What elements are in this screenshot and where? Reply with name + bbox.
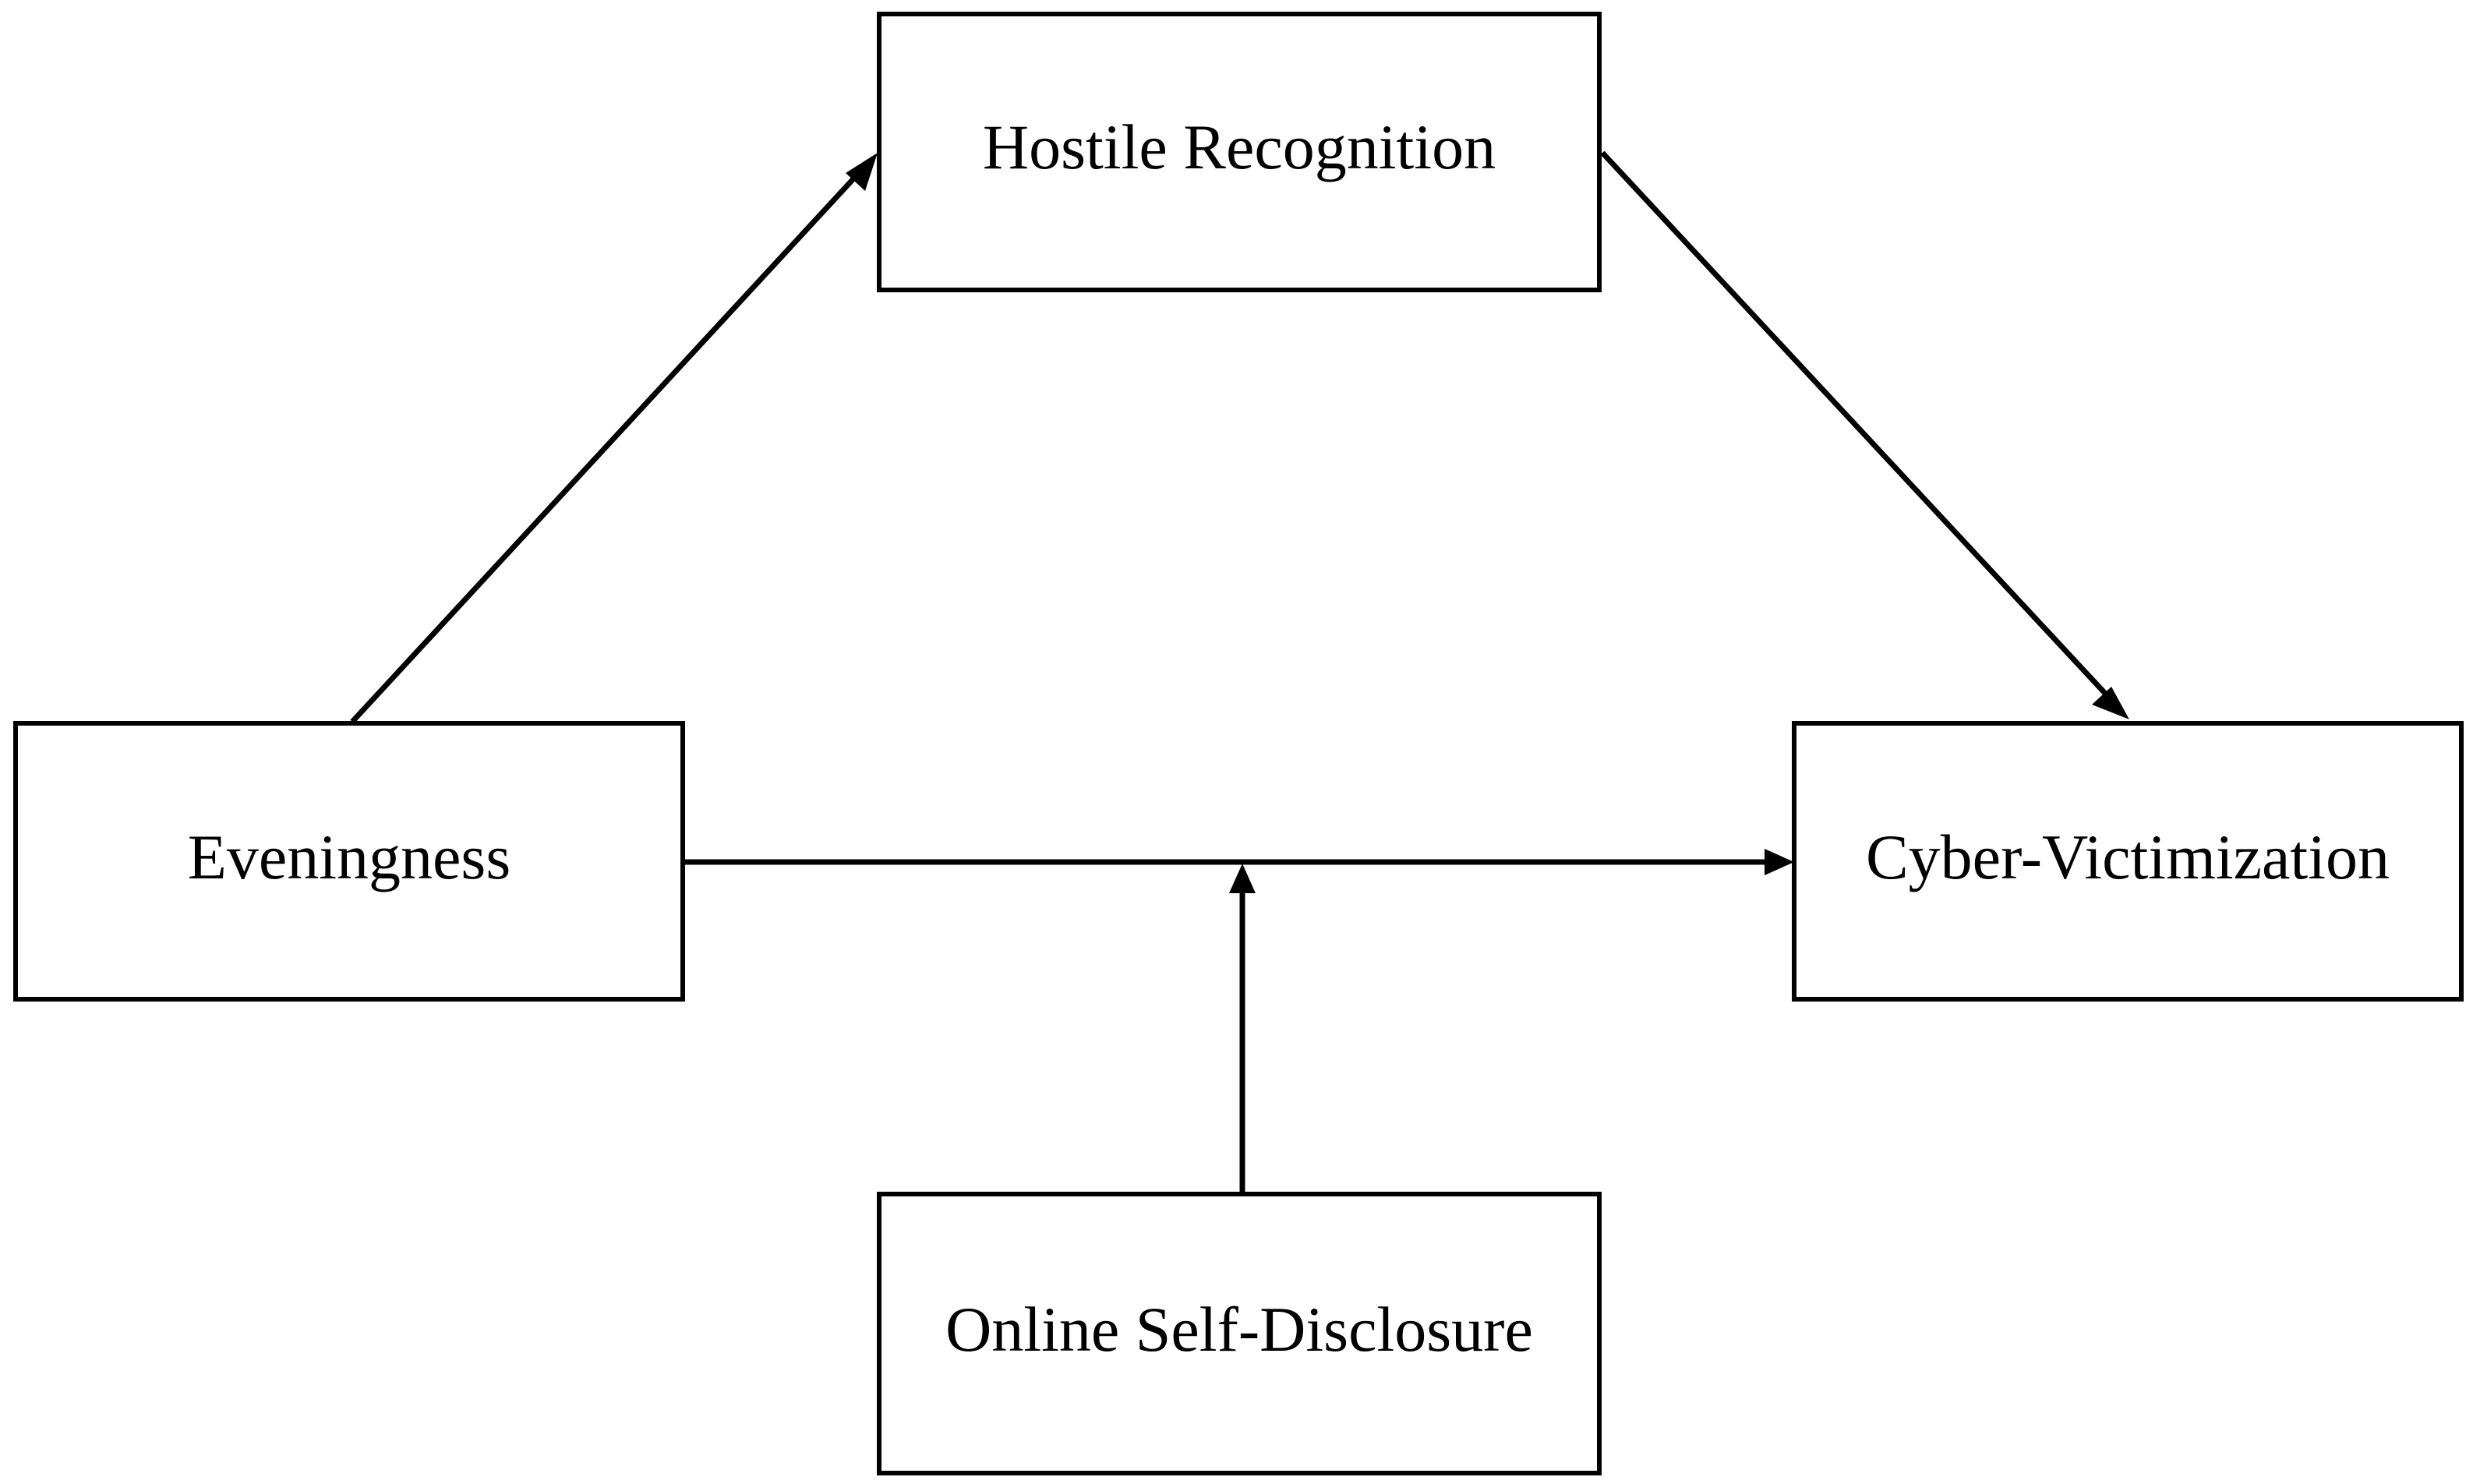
edge-eveningness-to-hostile-recognition-line	[350, 172, 860, 724]
node-hostile-recognition-label: Hostile Recognition	[983, 111, 1496, 182]
arrowhead-icon	[2092, 687, 2129, 719]
node-online-self-disclosure: Online Self-Disclosure	[877, 1192, 1602, 1475]
node-eveningness: Eveningness	[13, 721, 685, 1002]
node-cyber-victimization: Cyber-Victimization	[1792, 721, 2464, 1002]
edge-online-self-disclosure-moderation	[1229, 864, 1256, 1192]
node-eveningness-label: Eveningness	[188, 822, 510, 892]
arrowhead-icon	[1229, 864, 1256, 893]
edge-hostile-recognition-to-cyber-victimization-line	[1600, 150, 2112, 701]
edge-eveningness-to-cyber-victimization	[684, 849, 1794, 875]
node-cyber-victimization-label: Cyber-Victimization	[1866, 822, 2390, 892]
edge-hostile-recognition-to-cyber-victimization	[1600, 150, 2129, 719]
arrowhead-icon	[846, 153, 878, 191]
node-online-self-disclosure-label: Online Self-Disclosure	[945, 1294, 1533, 1365]
edge-eveningness-to-hostile-recognition	[350, 153, 878, 724]
node-eveningness-box	[13, 721, 685, 1002]
arrowhead-icon	[1765, 849, 1794, 875]
node-hostile-recognition-box	[877, 12, 1602, 292]
node-online-self-disclosure-box	[877, 1192, 1602, 1475]
node-hostile-recognition: Hostile Recognition	[877, 12, 1602, 292]
node-cyber-victimization-box	[1792, 721, 2464, 1002]
